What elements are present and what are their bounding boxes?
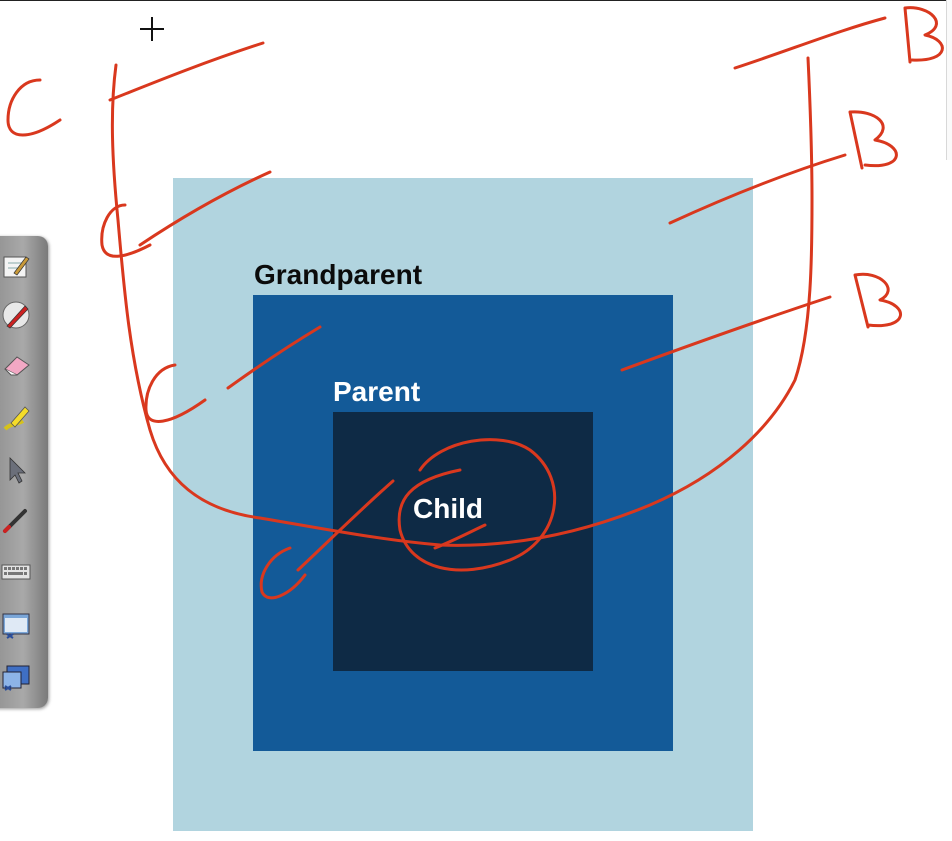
highlighter-icon[interactable]	[0, 402, 32, 434]
parent-label: Parent	[333, 376, 421, 407]
pen-icon[interactable]	[0, 299, 32, 331]
mark-c-top	[6, 78, 62, 137]
laser-pointer-icon[interactable]	[0, 504, 32, 536]
child-label: Child	[413, 493, 483, 524]
mark-b-mid	[848, 110, 898, 170]
grandparent-label: Grandparent	[254, 259, 423, 290]
child-box	[333, 412, 593, 671]
window-capture-icon[interactable]	[0, 662, 32, 694]
mark-c-top-arrow	[108, 41, 265, 102]
window-right-edge	[946, 0, 952, 160]
mark-c-second	[100, 203, 152, 258]
keyboard-icon[interactable]	[0, 556, 32, 588]
screen-capture-icon[interactable]	[0, 610, 32, 642]
select-arrow-icon[interactable]	[0, 454, 32, 486]
pen-toolbar	[0, 236, 48, 708]
mark-b-low	[853, 272, 902, 329]
mark-b-top-stroke	[733, 16, 887, 70]
crosshair-cursor-icon	[140, 17, 164, 41]
notepad-icon[interactable]	[0, 250, 32, 282]
mark-b-top	[903, 6, 944, 64]
window-top-border	[0, 0, 952, 1]
eraser-icon[interactable]	[0, 349, 32, 381]
